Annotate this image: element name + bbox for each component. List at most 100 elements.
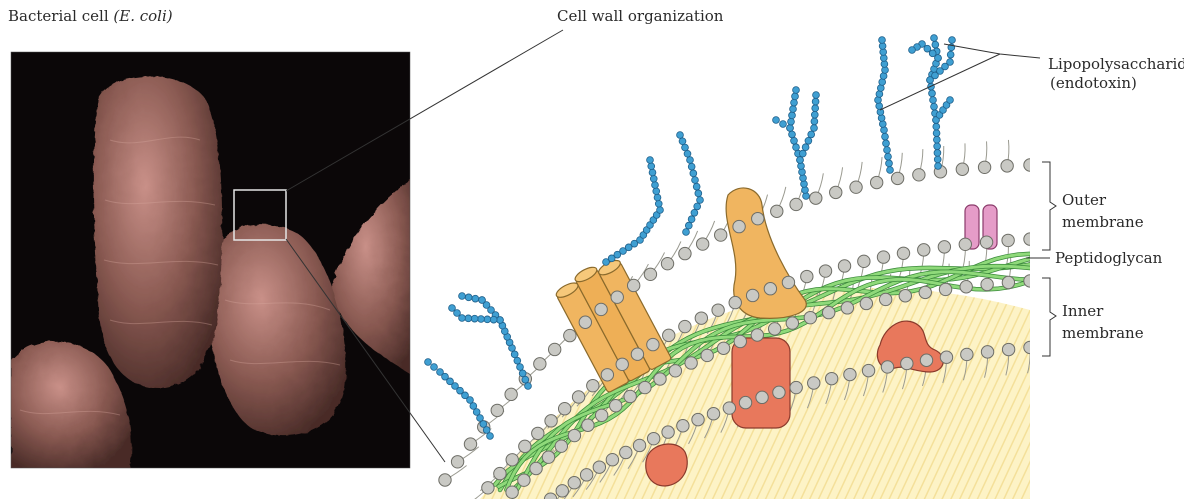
lps-bead [688,216,695,223]
lipid-head [918,244,930,256]
lipid-head [746,289,758,301]
lipid-head [661,257,673,269]
lps-bead [683,229,690,236]
lipid-head [860,297,872,309]
lipid-head [494,467,506,479]
lps-bead [697,197,704,204]
lipid-head [580,469,592,481]
lps-bead [694,203,701,210]
lipid-head [558,403,570,415]
lipid-head [756,391,768,403]
lps-bead [679,138,686,145]
lps-bead [471,315,478,322]
lps-chain [909,35,956,170]
bacterium-main [93,76,222,388]
lps-bead [811,125,818,132]
lps-bead [648,163,655,170]
lipid-head [519,440,531,452]
lps-bead [484,316,491,323]
lps-bead [649,169,656,176]
lps-bead [793,144,800,151]
lps-bead [808,131,815,138]
lps-bead [479,297,486,304]
lipid-head [679,247,691,259]
lipid-head [593,461,605,473]
lps-bead [812,105,819,112]
lipid-head [647,432,659,444]
lipid-head [542,451,554,463]
lps-bead [933,123,940,130]
lipid-head [1002,234,1014,246]
lipid-head [506,486,518,498]
lipid-head [606,454,618,466]
lps-bead [687,157,694,164]
lps-bead [688,163,695,170]
lipid-tail [1030,255,1032,281]
lps-bead [791,99,798,106]
lipid-head [899,290,911,302]
lps-bead [878,115,885,122]
lipid-head [838,260,850,272]
lipid-head [734,335,746,347]
lps-bead [949,37,956,44]
lipid-head [782,276,794,288]
lipid-head [790,381,802,393]
lps-bead [886,160,893,167]
lipid-head [627,279,639,291]
lps-bead [879,121,886,128]
lipid-head [518,474,530,486]
lipid-head [662,426,674,438]
lipid-head [771,205,783,217]
lps-bead [934,143,941,150]
lipid-head [850,181,862,193]
lipid-head [631,348,643,360]
lipid-head [897,247,909,259]
lipid-head [980,236,992,248]
lps-bead [791,137,798,144]
lipid-head [482,482,494,494]
lipid-head [717,342,729,354]
lps-bead [879,37,886,44]
lipid-head [879,293,891,305]
outer-membrane-bracket [1042,162,1056,250]
lipid-head [959,238,971,250]
lipid-head [696,238,708,250]
lps-bead [655,200,662,207]
lipid-head [752,212,764,224]
lipid-head [830,186,842,198]
lipid-head [534,358,546,370]
lipid-head [532,427,544,439]
lipid-head [620,446,632,458]
lipid-head [858,255,870,267]
lps-bead [788,118,795,125]
lipid-head [556,485,568,497]
lps-bead [934,156,941,163]
lipid-head [464,438,476,450]
lps-bead [787,125,794,132]
lps-bead [773,117,780,124]
lps-chain [603,157,664,266]
lps-bead [813,92,820,99]
lps-bead [690,170,697,177]
lps-bead [497,317,504,324]
lipid-head [978,161,990,173]
lipid-head [654,373,666,385]
lps-bead [472,295,479,302]
lipid-head [901,357,913,369]
lipid-head [715,229,727,241]
lps-bead [931,103,938,110]
lipid-head [579,316,591,328]
lipid-head [568,429,580,441]
lipid-head [881,361,893,373]
lipid-head [506,454,518,466]
lipid-head [564,329,576,341]
lps-bead [425,359,432,366]
lipid-head [616,358,628,370]
lipid-head [764,283,776,295]
cell-wall-cutaway [425,35,1037,499]
lipid-head [773,386,785,398]
lps-bead [459,293,466,300]
lipid-head [707,408,719,420]
lipid-head [870,176,882,188]
lipid-head [451,456,463,468]
